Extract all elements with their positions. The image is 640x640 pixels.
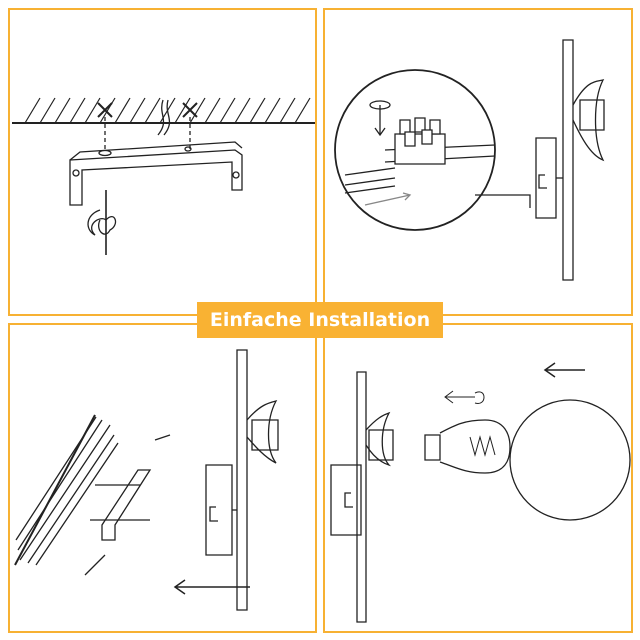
wiring-illustration <box>325 10 631 314</box>
wall-hatch <box>16 417 118 565</box>
bulb-globe-illustration <box>325 325 631 631</box>
ceiling-hatch <box>25 98 310 123</box>
glass-globe <box>510 400 630 520</box>
ceiling-bracket-illustration <box>10 10 315 314</box>
step-1-panel <box>8 8 317 316</box>
banner-title: Einfache Installation <box>209 309 431 331</box>
step-2-panel <box>323 8 633 316</box>
mounting-bracket <box>70 150 242 205</box>
step-3-panel <box>8 323 317 633</box>
wall-bracket <box>102 470 150 540</box>
step-4-panel <box>323 323 633 633</box>
wall-bracket-illustration <box>10 325 315 631</box>
light-bulb-icon <box>425 420 510 473</box>
terminal-block <box>385 118 495 164</box>
title-banner: Einfache Installation <box>197 302 443 338</box>
